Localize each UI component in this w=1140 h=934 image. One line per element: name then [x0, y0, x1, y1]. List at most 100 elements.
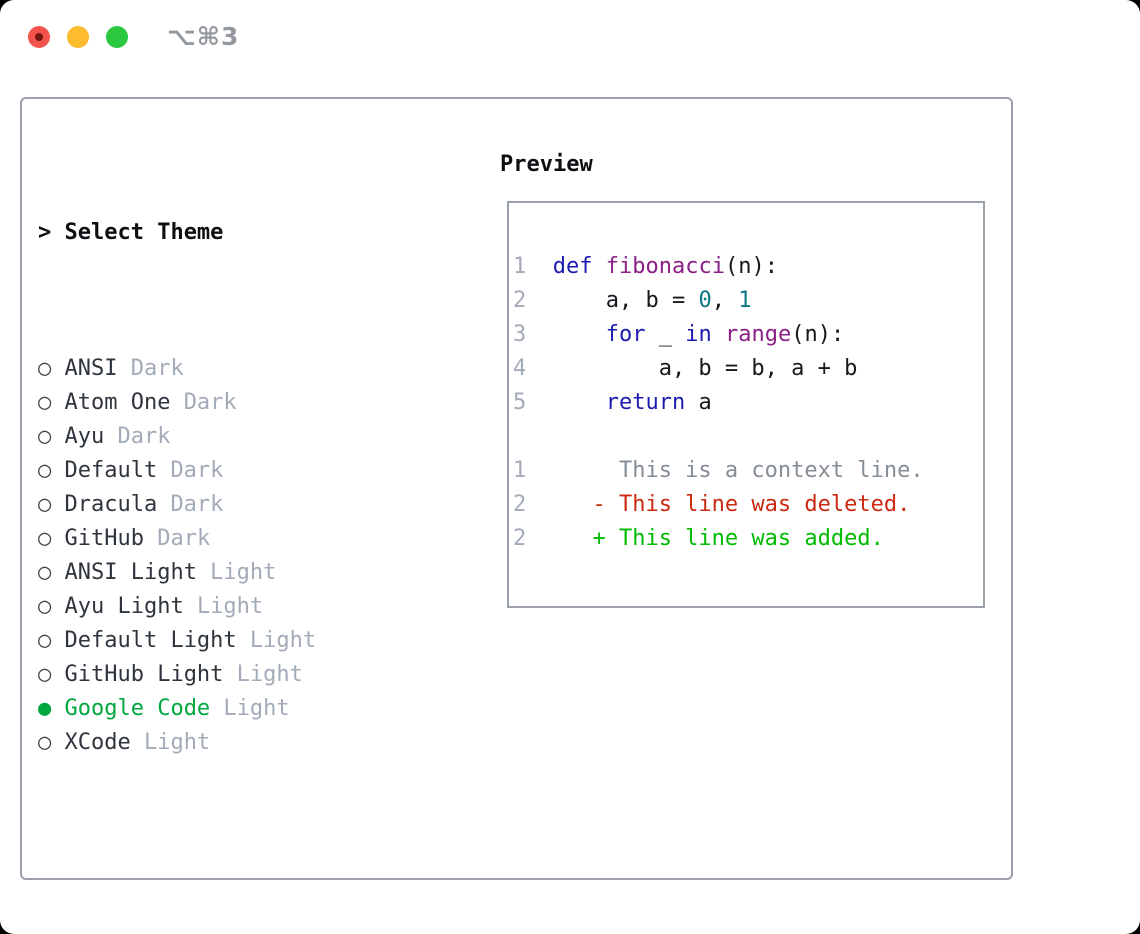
radio-unselected-icon: ○ [38, 526, 52, 551]
theme-name: Ayu Light [64, 594, 184, 619]
line-number: 1 [513, 458, 527, 483]
radio-unselected-icon: ○ [38, 356, 52, 381]
radio-unselected-icon: ○ [38, 730, 52, 755]
theme-name: Default [64, 458, 158, 483]
theme-name: Default Light [64, 628, 237, 653]
line-number: 2 [513, 526, 527, 551]
code-token-kw: for [605, 322, 646, 347]
code-line: 2 a, b = 0, 1 [513, 284, 983, 318]
theme-variant: Light [249, 628, 317, 653]
theme-variant: Light [143, 730, 211, 755]
titlebar: ⌥⌘3 [0, 0, 1140, 74]
code-token-pl: a, b = b, a + b [552, 356, 858, 381]
radio-unselected-icon: ○ [38, 390, 52, 415]
radio-unselected-icon: ○ [38, 628, 52, 653]
radio-unselected-icon: ○ [38, 594, 52, 619]
radio-unselected-icon: ○ [38, 560, 52, 585]
theme-name: ANSI [64, 356, 118, 381]
theme-variant: Dark [183, 390, 237, 415]
line-number: 1 [513, 254, 527, 279]
code-token-nm: 1 [738, 288, 752, 313]
code-token-pl [553, 390, 606, 415]
radio-unselected-icon: ○ [38, 662, 52, 687]
code-token-pl: a, b = [552, 288, 699, 313]
code-token-del: - This line was deleted. [552, 492, 911, 517]
code-token-nm: 0 [698, 288, 712, 313]
window-title-shortcut: ⌥⌘3 [167, 22, 240, 51]
code-token-pl: (n): [724, 254, 778, 279]
preview-column: Preview [500, 148, 593, 182]
theme-option-atom-one[interactable]: ○ Atom One Dark [38, 386, 409, 420]
line-number: 2 [513, 492, 527, 517]
code-token-kw: in [685, 322, 712, 347]
theme-variant: Dark [170, 458, 224, 483]
radio-unselected-icon: ○ [38, 458, 52, 483]
code-token-kw: return [605, 390, 686, 415]
theme-variant: Dark [130, 356, 184, 381]
code-line: 2 - This line was deleted. [513, 488, 983, 522]
code-line: 1 def fibonacci(n): [513, 250, 983, 284]
theme-name: Atom One [64, 390, 171, 415]
theme-variant: Dark [170, 492, 224, 517]
theme-variant: Dark [117, 424, 171, 449]
radio-selected-icon: ● [38, 696, 52, 721]
theme-option-github[interactable]: ○ GitHub Dark [38, 522, 409, 556]
code-token-add: + This line was added. [552, 526, 884, 551]
select-theme-header-label: Select Theme [64, 220, 224, 245]
code-line [513, 420, 983, 454]
theme-option-dracula[interactable]: ○ Dracula Dark [38, 488, 409, 522]
theme-name: Dracula [64, 492, 158, 517]
theme-name: GitHub Light [64, 662, 224, 687]
theme-variant: Dark [157, 526, 211, 551]
theme-option-default-light[interactable]: ○ Default Light Light [38, 624, 409, 658]
line-number: 3 [513, 322, 527, 347]
code-line: 1 This is a context line. [513, 454, 983, 488]
line-number: 4 [513, 356, 527, 381]
radio-unselected-icon: ○ [38, 424, 52, 449]
theme-variant: Light [196, 594, 264, 619]
theme-variant: Light [223, 696, 290, 721]
document-edited-dot-icon [35, 33, 43, 41]
code-line: 2 + This line was added. [513, 522, 983, 556]
spacer-row [38, 862, 409, 896]
theme-option-default[interactable]: ○ Default Dark [38, 454, 409, 488]
theme-option-xcode[interactable]: ○ XCode Light [38, 726, 409, 760]
minimize-button[interactable] [67, 26, 89, 48]
code-token-ctx: This is a context line. [552, 458, 924, 483]
code-token-pl: (n): [791, 322, 845, 347]
theme-name: GitHub [64, 526, 144, 551]
theme-option-ansi[interactable]: ○ ANSI Dark [38, 352, 409, 386]
theme-variant: Light [210, 560, 277, 585]
code-token-kw: def [552, 254, 593, 279]
preview-header: Preview [500, 152, 593, 177]
theme-option-ayu[interactable]: ○ Ayu Dark [38, 420, 409, 454]
code-token-fn: range [724, 322, 792, 347]
code-line: 3 for _ in range(n): [513, 318, 983, 352]
theme-option-google-code[interactable]: ● Google Code Light [38, 692, 409, 726]
zoom-button[interactable] [106, 26, 128, 48]
code-token-fn: fibonacci [605, 254, 725, 279]
code-token-pl [712, 322, 725, 347]
code-line: 4 a, b = b, a + b [513, 352, 983, 386]
theme-name: XCode [64, 730, 131, 755]
code-token-pl: a [685, 390, 712, 415]
line-number: 5 [513, 390, 527, 415]
theme-option-ayu-light[interactable]: ○ Ayu Light Light [38, 590, 409, 624]
radio-unselected-icon: ○ [38, 492, 52, 517]
theme-name: Google Code [64, 696, 211, 721]
line-number: 2 [513, 288, 527, 313]
theme-option-github-light[interactable]: ○ GitHub Light Light [38, 658, 409, 692]
select-theme-header: >Select Theme [38, 216, 409, 250]
code-token-pl [592, 254, 605, 279]
close-button[interactable] [28, 26, 50, 48]
theme-name: Ayu [64, 424, 105, 449]
code-line: 5 return a [513, 386, 983, 420]
theme-variant: Light [236, 662, 303, 687]
